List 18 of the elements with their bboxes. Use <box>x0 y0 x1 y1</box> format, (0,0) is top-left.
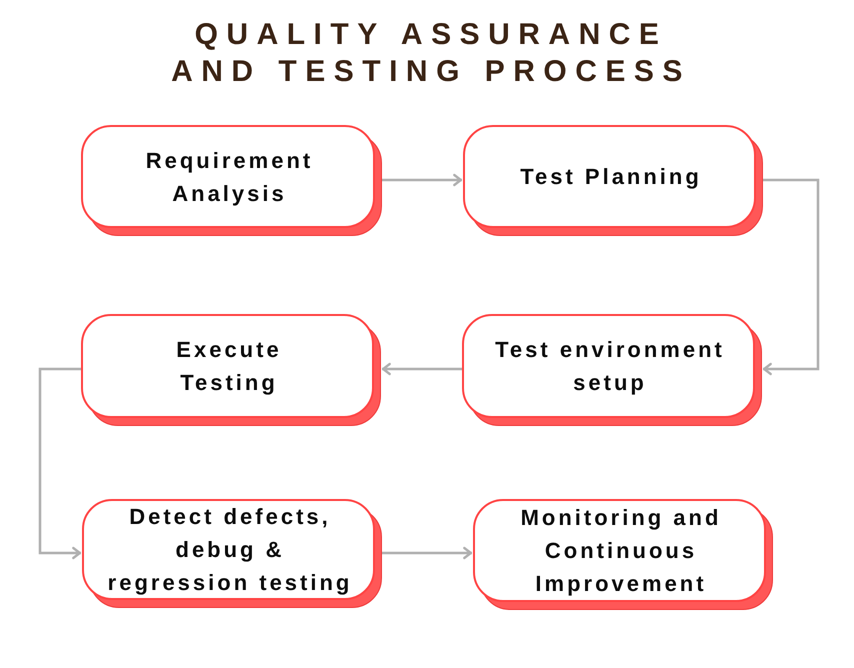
step-label: Monitoring and Continuous Improvement <box>520 504 722 598</box>
arrow <box>763 178 820 376</box>
process-box <box>473 499 773 610</box>
diagram-title: QUALITY ASSURANCE AND TESTING PROCESS <box>170 17 692 90</box>
process-box <box>463 125 763 236</box>
step-label: Execute Testing <box>175 336 283 397</box>
process-box <box>82 499 382 608</box>
step-label: Requirement Analysis <box>144 146 314 208</box>
arrow <box>382 546 472 560</box>
step-label: Test environment setup <box>494 336 726 397</box>
arrow <box>38 368 81 560</box>
process-box <box>81 314 381 426</box>
step-label: Detect defects, debug & regression testing <box>106 503 354 597</box>
arrow <box>382 174 462 186</box>
arrow <box>382 362 462 376</box>
process-box <box>81 125 382 236</box>
step-label: Test Planning <box>519 163 702 191</box>
process-box <box>462 314 762 426</box>
